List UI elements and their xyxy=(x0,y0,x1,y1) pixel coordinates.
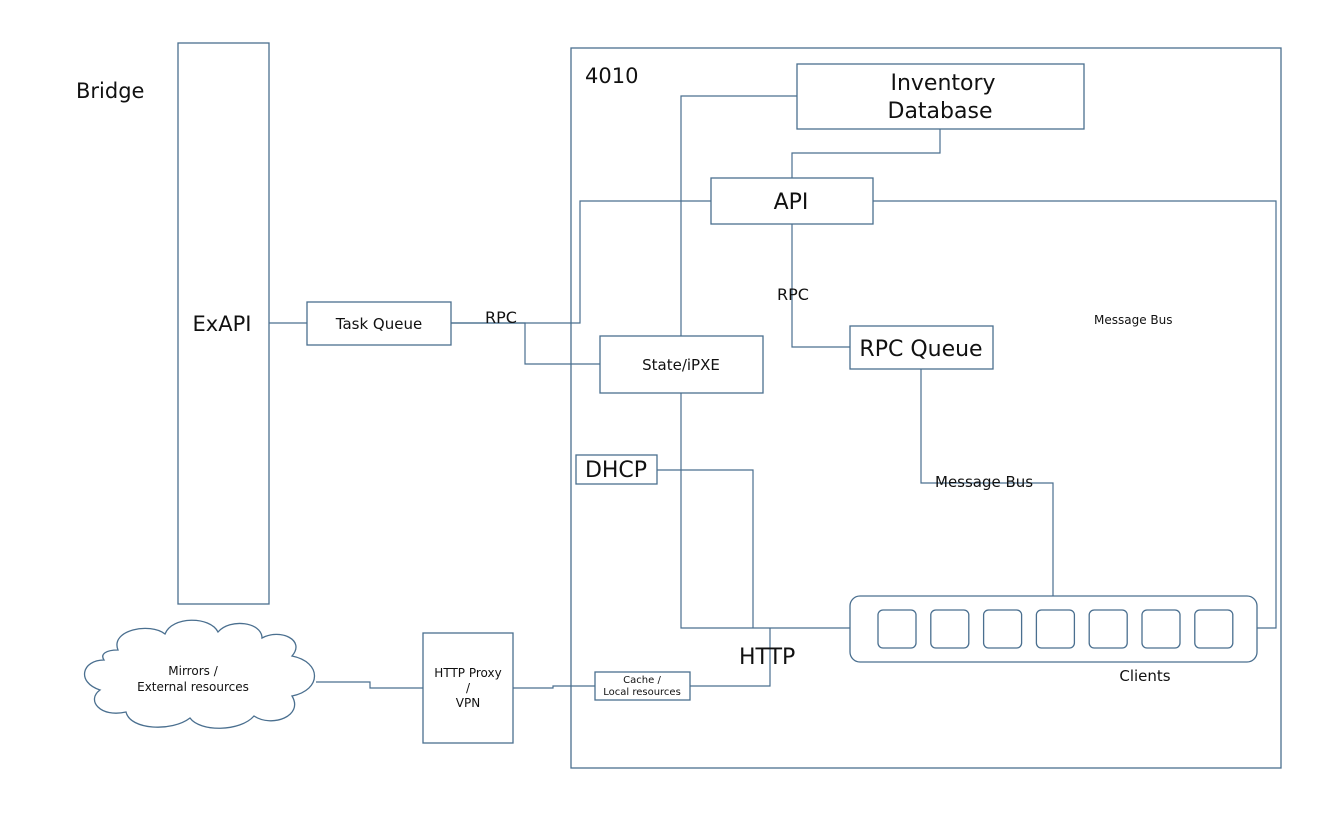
message-bus-top-label: Message Bus xyxy=(1094,313,1173,327)
exapi-label: ExAPI xyxy=(193,312,252,336)
task-queue-box xyxy=(306,301,452,346)
rpc-queue-label: RPC Queue xyxy=(859,337,982,362)
edge-api-inventory xyxy=(791,129,941,178)
edge-dhcp-clients xyxy=(657,469,754,628)
mirrors-label-line1: Mirrors / xyxy=(168,664,218,678)
state-ipxe-label: State/iPXE xyxy=(642,356,720,374)
api-box xyxy=(710,177,874,225)
exapi-box xyxy=(177,42,270,605)
mirrors-cloud-shape xyxy=(83,619,316,729)
client-slot xyxy=(1088,609,1128,649)
rpc-queue-box xyxy=(849,325,994,370)
dhcp-label: DHCP xyxy=(585,458,647,483)
client-slot xyxy=(1141,609,1181,649)
client-slot xyxy=(1035,609,1076,649)
message-bus-mid-label: Message Bus xyxy=(935,473,1033,491)
edge-mirrors-proxy xyxy=(316,681,423,689)
edge-taskqueue-state xyxy=(451,322,600,365)
edge-api-clients xyxy=(873,200,1277,629)
proxy-label-line1: HTTP Proxy xyxy=(434,666,501,680)
clients-label: Clients xyxy=(1119,667,1170,685)
cache-local-box xyxy=(594,671,691,701)
client-slot xyxy=(1194,609,1234,649)
proxy-label-line3: VPN xyxy=(456,696,480,710)
edge-proxy-cache xyxy=(513,685,595,689)
edge-state-inventory xyxy=(680,95,797,336)
connectors xyxy=(269,95,1277,689)
client-slot xyxy=(877,609,917,649)
bridge-label: Bridge xyxy=(76,79,144,103)
edge-rpcqueue-clients xyxy=(920,369,1054,596)
cache-label-line2: Local resources xyxy=(603,687,681,698)
mirrors-label-line2: External resources xyxy=(137,680,249,694)
edge-api-rpcqueue xyxy=(791,224,850,348)
http-edge-label: HTTP xyxy=(739,645,795,670)
inventory-label-line2: Database xyxy=(888,99,993,124)
proxy-label-line2: / xyxy=(466,681,471,695)
edge-cache-http xyxy=(690,628,771,687)
rpc-api-edge-label: RPC xyxy=(777,285,809,304)
site-4010-label: 4010 xyxy=(585,64,638,88)
edge-state-clients xyxy=(680,393,850,629)
cache-label-line1: Cache / xyxy=(623,675,661,686)
inventory-label-line1: Inventory xyxy=(890,71,995,96)
client-slot xyxy=(982,609,1023,649)
client-slots xyxy=(877,609,1234,649)
task-queue-label: Task Queue xyxy=(335,315,422,333)
api-label: API xyxy=(774,190,809,215)
state-ipxe-box xyxy=(599,335,764,394)
http-proxy-vpn-box xyxy=(422,632,514,744)
dhcp-box xyxy=(575,454,658,485)
rpc-task-edge-label: RPC xyxy=(485,308,517,327)
inventory-database-box xyxy=(796,63,1085,130)
client-slot xyxy=(930,609,970,649)
